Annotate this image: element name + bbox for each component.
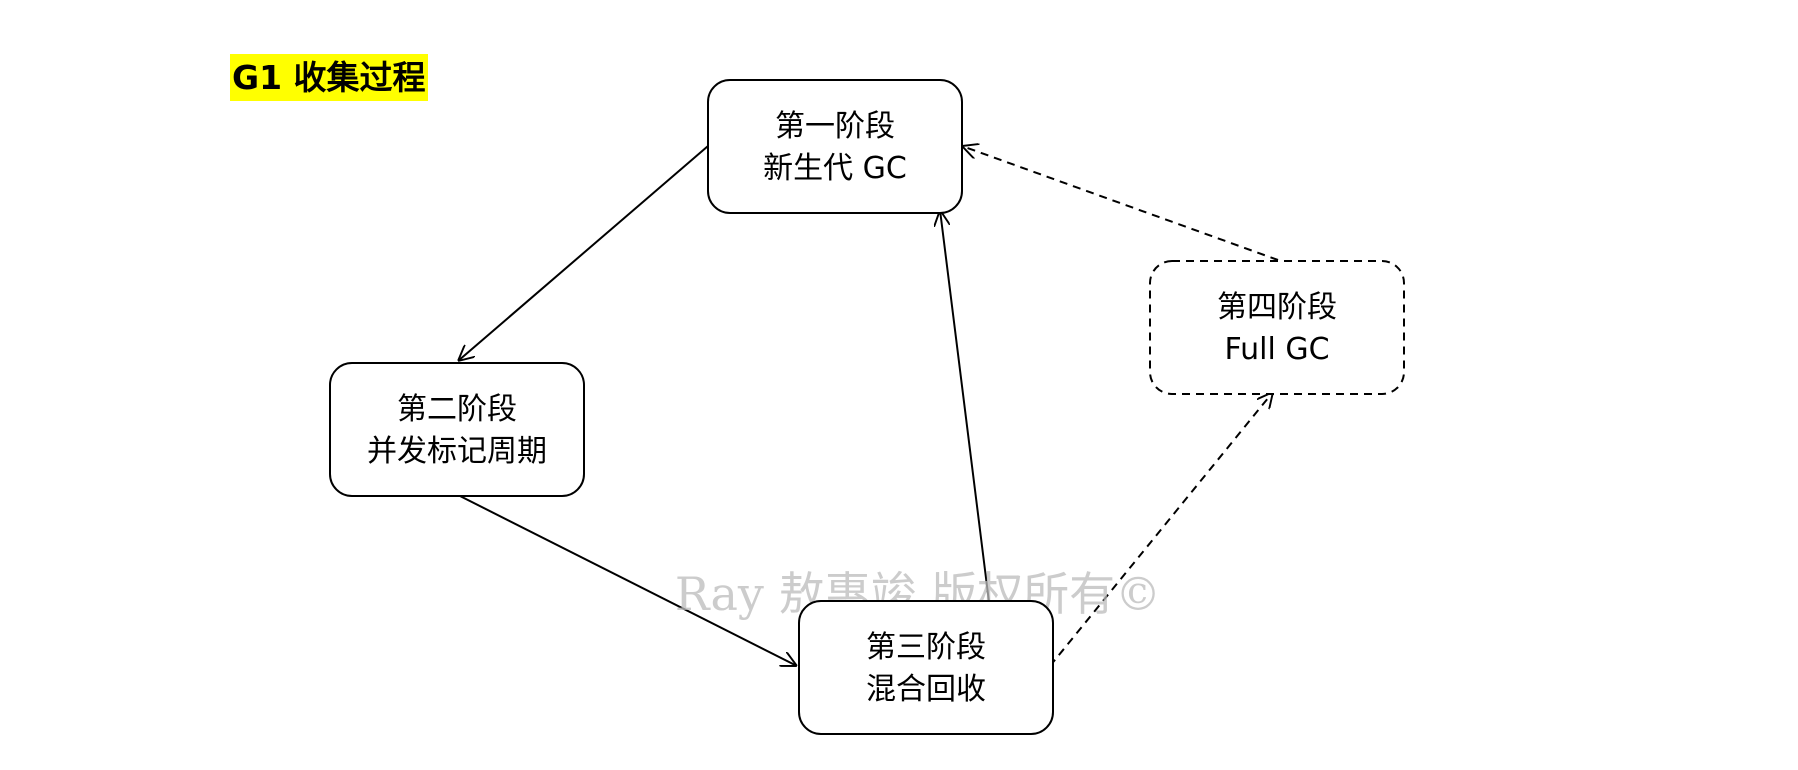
- node-phase3-box: [798, 600, 1054, 735]
- node-phase4-box: [1149, 260, 1405, 395]
- node-phase1-box: [707, 79, 963, 214]
- node-phase1: 第一阶段 新生代 GC: [707, 79, 963, 214]
- node-phase1-line2: 新生代 GC: [763, 151, 907, 186]
- node-phase2-line2: 并发标记周期: [367, 434, 547, 469]
- edge-phase3-to-phase4: [1049, 392, 1273, 667]
- diagram-title: G1 收集过程: [230, 54, 428, 101]
- edges: [457, 145, 1279, 667]
- edge-phase1-to-phase2: [458, 145, 709, 361]
- edge-phase2-to-phase3: [457, 494, 797, 666]
- node-phase3-line2: 混合回收: [866, 672, 986, 707]
- node-phase4-line1: 第四阶段: [1217, 290, 1337, 325]
- node-phase2: 第二阶段 并发标记周期: [329, 362, 585, 497]
- node-phase4: 第四阶段 Full GC: [1149, 260, 1405, 395]
- edge-phase4-to-phase1: [962, 146, 1279, 261]
- node-phase3: 第三阶段 混合回收: [798, 600, 1054, 735]
- node-phase2-line1: 第二阶段: [397, 392, 517, 427]
- node-phase2-box: [329, 362, 585, 497]
- node-phase4-line2: Full GC: [1224, 332, 1329, 367]
- node-phase3-line1: 第三阶段: [866, 630, 986, 665]
- node-phase1-line1: 第一阶段: [775, 109, 895, 144]
- edge-phase3-to-phase1: [940, 210, 990, 603]
